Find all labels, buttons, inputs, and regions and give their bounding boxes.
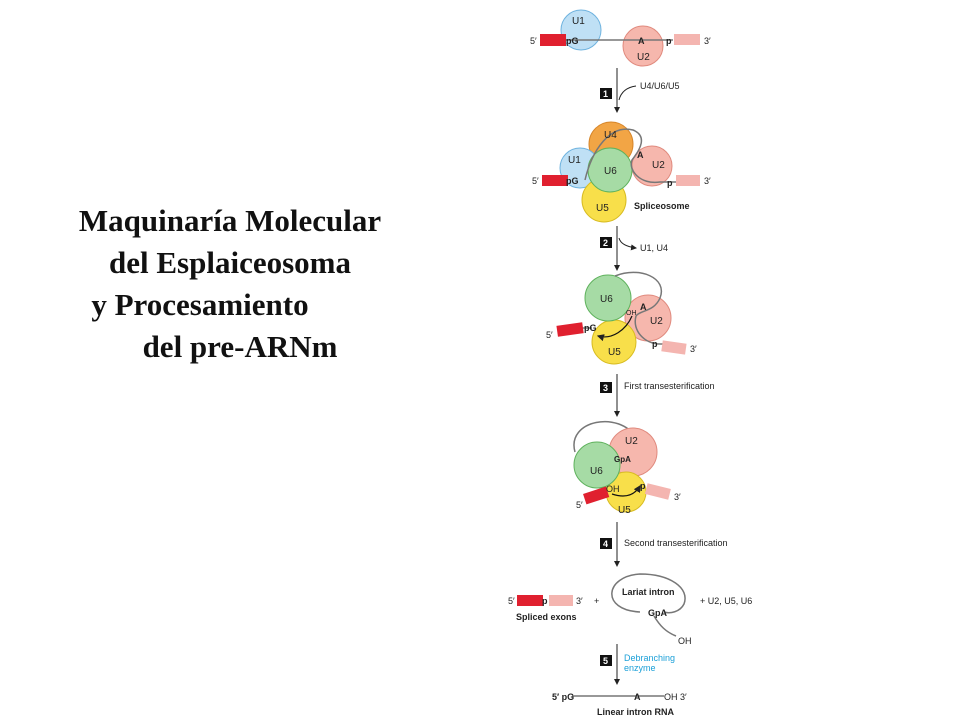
svg-text:3′: 3′ — [576, 596, 583, 606]
step-5-label-2: enzyme — [624, 663, 656, 673]
stage-products: 5′ p 3′ Spliced exons + Lariat intron Gp… — [508, 573, 752, 646]
title-line-1: Maquinaría Molecular — [78, 203, 382, 238]
exon-5 — [556, 322, 584, 337]
svg-text:A: A — [640, 302, 647, 312]
exon-3 — [676, 175, 700, 186]
svg-text:5′: 5′ — [546, 330, 553, 340]
a-label: A — [638, 36, 645, 46]
intron-loop — [614, 271, 668, 345]
svg-text:4: 4 — [603, 539, 608, 549]
u6-snrnp — [573, 441, 621, 489]
svg-text:3′: 3′ — [704, 176, 711, 186]
step-1: 1 U4/U6/U5 — [600, 68, 680, 113]
released-snrnps: + U2, U5, U6 — [700, 596, 752, 606]
three-prime-label: 3′ — [704, 36, 711, 46]
u2-label: U2 — [650, 316, 663, 327]
slide-title: Maquinaría Molecular del Esplaiceosoma y… — [40, 200, 420, 368]
svg-text:pG: pG — [584, 323, 597, 333]
step-2: 2 U1, U4 — [600, 226, 668, 271]
step-5-label: Debranching — [624, 653, 675, 663]
svg-text:5′: 5′ — [508, 596, 515, 606]
title-line-4: del pre-ARNm — [142, 329, 338, 364]
svg-text:p: p — [542, 596, 548, 606]
exon-3 — [661, 340, 687, 355]
title-line-3: y Procesamiento — [91, 287, 309, 322]
step-3: 3 First transesterification — [600, 374, 715, 417]
step-4: 4 Second transesterification — [600, 522, 728, 567]
u1-label: U1 — [572, 16, 585, 27]
lariat-intron — [611, 573, 686, 614]
svg-text:p: p — [640, 481, 646, 491]
exon-5 — [540, 34, 566, 46]
svg-text:GpA: GpA — [648, 608, 667, 618]
step-4-label: Second transesterification — [624, 538, 728, 548]
svg-text:A: A — [634, 692, 641, 702]
u6-snrnp — [584, 274, 632, 322]
u2-snrnp — [622, 25, 664, 67]
step-1-badge — [600, 88, 612, 99]
svg-text:A: A — [637, 150, 644, 160]
svg-text:3: 3 — [603, 383, 608, 393]
title-line-2: del Esplaiceosoma — [109, 245, 351, 280]
svg-text:2: 2 — [603, 238, 608, 248]
svg-text:pG: pG — [566, 176, 579, 186]
exon-5 — [583, 486, 610, 505]
svg-text:p: p — [667, 178, 673, 188]
spliced-exon-5 — [517, 595, 543, 606]
stage-pre-mrna: 5′ 3′ U1 pG A p U2 — [530, 9, 711, 67]
svg-text:3′: 3′ — [674, 492, 681, 502]
u2-label: U2 — [637, 52, 650, 63]
u2-label: U2 — [625, 436, 638, 447]
svg-text:OH: OH — [606, 484, 620, 494]
step-4-badge — [600, 538, 612, 549]
u5-label: U5 — [608, 347, 621, 358]
lariat-intron-label: Lariat intron — [622, 587, 675, 597]
step-3-label: First transesterification — [624, 381, 715, 391]
u5-label: U5 — [618, 505, 631, 516]
spliced-exon-3 — [549, 595, 573, 606]
linear-pg-label: 5′ pG — [552, 692, 574, 702]
plus-sign: + — [594, 596, 599, 606]
five-prime-label: 5′ — [530, 36, 537, 46]
p-label: p — [666, 36, 672, 46]
step-5-badge — [600, 655, 612, 666]
stage-catalytic: 5′ 3′ U6 U2 U5 pG A OH p — [546, 271, 697, 365]
stage-linear-intron: 5′ pG A OH 3′ Linear intron RNA — [552, 692, 687, 717]
svg-text:5: 5 — [603, 656, 608, 666]
gpa-label: GpA — [614, 455, 631, 464]
u2-label: U2 — [652, 160, 665, 171]
oh-label: OH — [626, 310, 637, 317]
step-1-label: U4/U6/U5 — [640, 81, 680, 91]
step-2-label: U1, U4 — [640, 243, 668, 253]
exon-3 — [644, 483, 671, 500]
u5-label: U5 — [596, 203, 609, 214]
linear-intron-label: Linear intron RNA — [597, 707, 675, 717]
svg-text:OH: OH — [678, 636, 692, 646]
exon-5 — [542, 175, 568, 186]
u1-label: U1 — [568, 155, 581, 166]
u6-label: U6 — [590, 466, 603, 477]
spliceosome-label: Spliceosome — [634, 201, 690, 211]
u6-label: U6 — [604, 166, 617, 177]
svg-text:p: p — [652, 339, 658, 349]
u6-label: U6 — [600, 294, 613, 305]
svg-text:5′: 5′ — [576, 500, 583, 510]
svg-text:3′: 3′ — [690, 344, 697, 354]
svg-text:1: 1 — [603, 89, 608, 99]
step-5: 5 Debranching enzyme — [600, 644, 675, 685]
spliced-exons-label: Spliced exons — [516, 612, 577, 622]
step-2-badge — [600, 237, 612, 248]
linear-oh-label: OH 3′ — [664, 692, 687, 702]
intron-loop — [584, 128, 676, 184]
u4-label: U4 — [604, 130, 617, 141]
stage-spliceosome: 5′ 3′ U4 U1 U6 U2 U5 pG A p Spliceosome — [532, 121, 711, 223]
svg-text:5′: 5′ — [532, 176, 539, 186]
exon-3 — [674, 34, 700, 45]
pg-label: pG — [566, 36, 579, 46]
step-3-badge — [600, 382, 612, 393]
stage-lariat-intermediate: 5′ 3′ U2 U6 U5 GpA OH p — [573, 421, 681, 516]
